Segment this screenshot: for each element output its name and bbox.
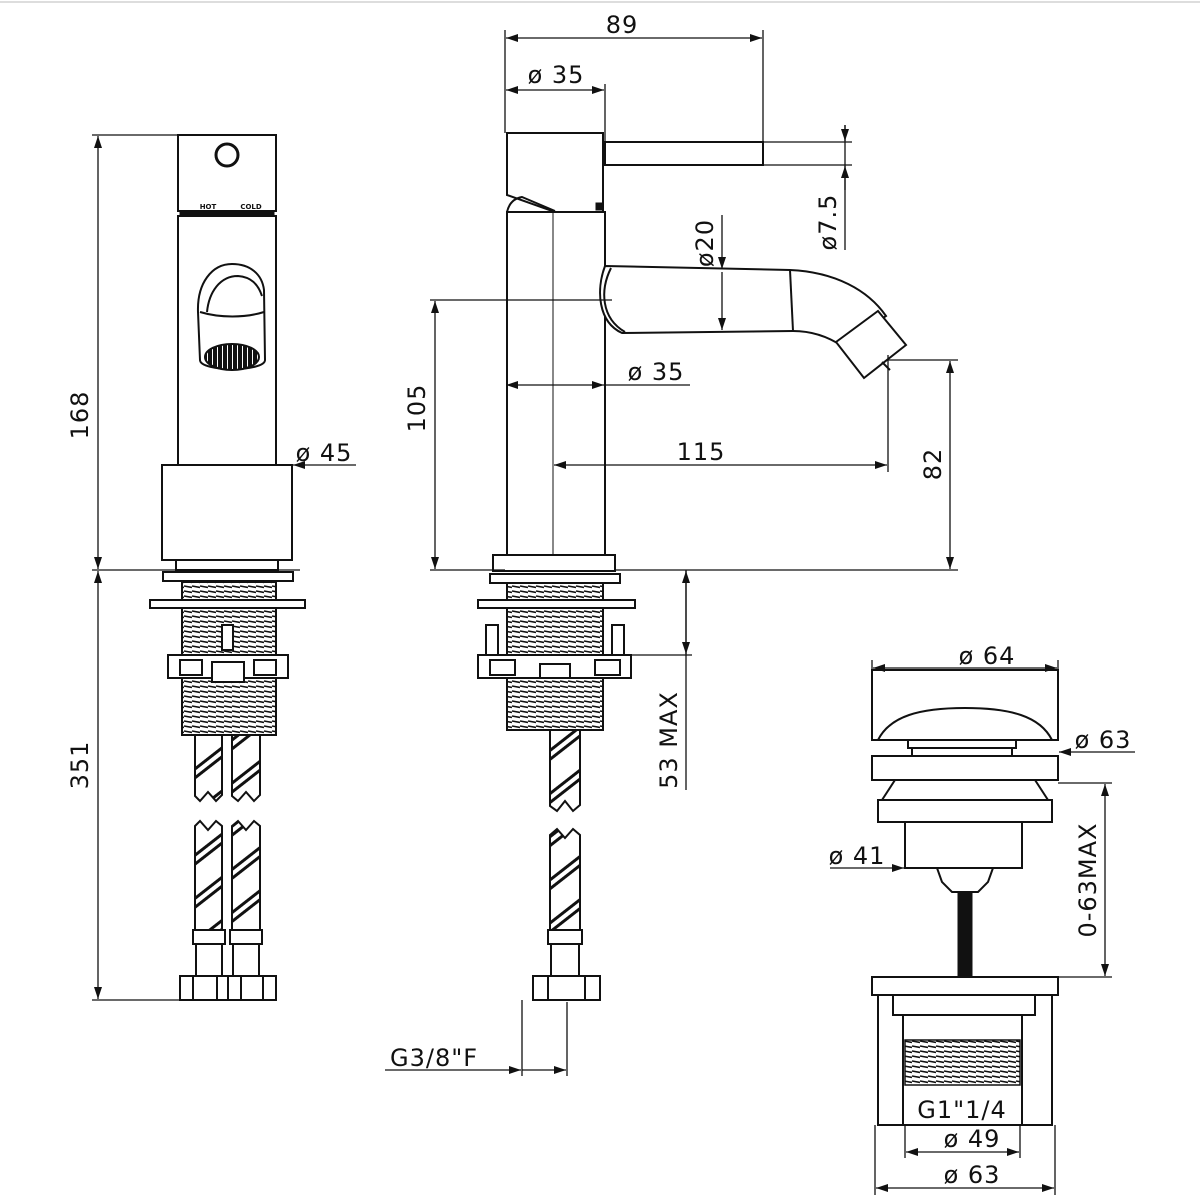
side-handle-joint bbox=[506, 195, 556, 213]
side-spout-joint-arc bbox=[603, 267, 626, 333]
front-spout-edge bbox=[199, 311, 265, 318]
side-spout bbox=[599, 264, 888, 348]
front-hose-right-fitting bbox=[232, 943, 260, 977]
waste-bottom-inner bbox=[892, 994, 1036, 1016]
dim-text-d45: ø 45 bbox=[296, 439, 353, 467]
waste-taper bbox=[935, 867, 995, 893]
waste-bottom-flange bbox=[871, 976, 1059, 996]
side-washer-lower bbox=[477, 599, 636, 609]
front-handle-cap bbox=[177, 134, 277, 212]
dim-text-d41: ø 41 bbox=[829, 842, 886, 870]
side-hose-ring bbox=[547, 929, 583, 945]
front-handle-indicator bbox=[214, 142, 240, 168]
side-washer-top bbox=[489, 573, 621, 584]
waste-stem bbox=[957, 891, 973, 978]
side-spout-nozzle bbox=[834, 309, 908, 380]
dim-text-d63-bottom: ø 63 bbox=[944, 1161, 1001, 1189]
front-hose-left-upper bbox=[194, 734, 223, 803]
front-aerator bbox=[204, 343, 260, 371]
side-lever bbox=[604, 141, 764, 166]
side-handle bbox=[506, 132, 604, 213]
waste-cap-ring bbox=[907, 739, 1017, 749]
side-hose-fitting bbox=[550, 943, 580, 977]
side-bracket-left bbox=[485, 624, 499, 656]
dim-text-105: 105 bbox=[403, 384, 431, 433]
dim-text-0-63-max: 0-63MAX bbox=[1074, 822, 1102, 937]
side-handle-mark bbox=[595, 202, 604, 211]
waste-cap-ring-lower bbox=[911, 747, 1013, 757]
front-view: HOT COLD bbox=[66, 134, 356, 1001]
dim-text-351: 351 bbox=[66, 741, 94, 790]
side-hose-lower bbox=[549, 827, 581, 931]
dim-text-g1-1-4: G1"1/4 bbox=[917, 1096, 1007, 1124]
waste-thread bbox=[904, 1039, 1021, 1086]
side-view: 89 ø 35 ø7.5 ø20 ø 35 105 115 bbox=[385, 11, 958, 1076]
side-nut-screw-right bbox=[594, 659, 621, 676]
dim-text-d35-body: ø 35 bbox=[628, 358, 685, 386]
hot-label: HOT bbox=[200, 203, 217, 211]
side-bracket-right bbox=[611, 624, 625, 656]
side-nut-screw-left bbox=[489, 659, 516, 676]
front-base bbox=[175, 559, 279, 571]
cold-label: COLD bbox=[240, 203, 262, 211]
dim-text-89: 89 bbox=[606, 11, 639, 39]
front-washer-top bbox=[162, 571, 294, 582]
front-hose-right-nut bbox=[227, 975, 277, 1001]
front-connector bbox=[221, 624, 234, 651]
waste-cap-dome bbox=[877, 706, 1053, 741]
front-base-collar bbox=[161, 464, 293, 561]
front-nut-screw-left bbox=[179, 659, 203, 676]
front-washer-lower bbox=[149, 599, 306, 609]
waste-view: G1"1/4 ø 64 ø 63 ø 41 0-63MAX ø 49 ø 63 bbox=[829, 642, 1135, 1195]
waste-collar bbox=[880, 779, 1050, 801]
front-hose-right-ring bbox=[229, 929, 263, 945]
front-nut-bolt bbox=[211, 661, 245, 683]
front-spout-bend-line bbox=[206, 274, 263, 313]
front-hose-left-nut bbox=[179, 975, 231, 1001]
side-spout-seam bbox=[789, 269, 794, 332]
waste-body bbox=[904, 821, 1023, 869]
dim-text-82: 82 bbox=[919, 448, 947, 481]
side-nut-bolt bbox=[539, 663, 571, 679]
front-hose-left-fitting bbox=[195, 943, 223, 977]
dim-text-d64: ø 64 bbox=[959, 642, 1016, 670]
side-hose-nut bbox=[532, 975, 601, 1001]
dim-text-d7-5: ø7.5 bbox=[814, 194, 842, 251]
dim-text-d35-top: ø 35 bbox=[528, 61, 585, 89]
front-nut-screw-right bbox=[253, 659, 277, 676]
dim-text-d63-plate: ø 63 bbox=[1075, 726, 1132, 754]
dim-text-53-max: 53 MAX bbox=[655, 691, 683, 789]
front-handle-band bbox=[179, 210, 275, 216]
side-base-plate bbox=[492, 554, 616, 572]
dim-text-115: 115 bbox=[677, 438, 726, 466]
front-hose-right-lower bbox=[231, 819, 261, 931]
front-hose-left-ring bbox=[192, 929, 226, 945]
dim-text-d49: ø 49 bbox=[944, 1125, 1001, 1153]
dim-text-168: 168 bbox=[66, 391, 94, 440]
front-hose-left-lower bbox=[194, 819, 223, 931]
waste-flange bbox=[877, 799, 1053, 823]
side-nozzle-outlet bbox=[881, 361, 891, 371]
side-hose-upper bbox=[549, 729, 581, 813]
front-hose-right-upper bbox=[231, 734, 261, 803]
dim-text-g38: G3/8"F bbox=[390, 1044, 478, 1072]
waste-cap bbox=[871, 669, 1059, 741]
waste-plate bbox=[871, 755, 1059, 781]
dim-text-d20: ø20 bbox=[691, 219, 719, 267]
side-body bbox=[506, 211, 606, 556]
